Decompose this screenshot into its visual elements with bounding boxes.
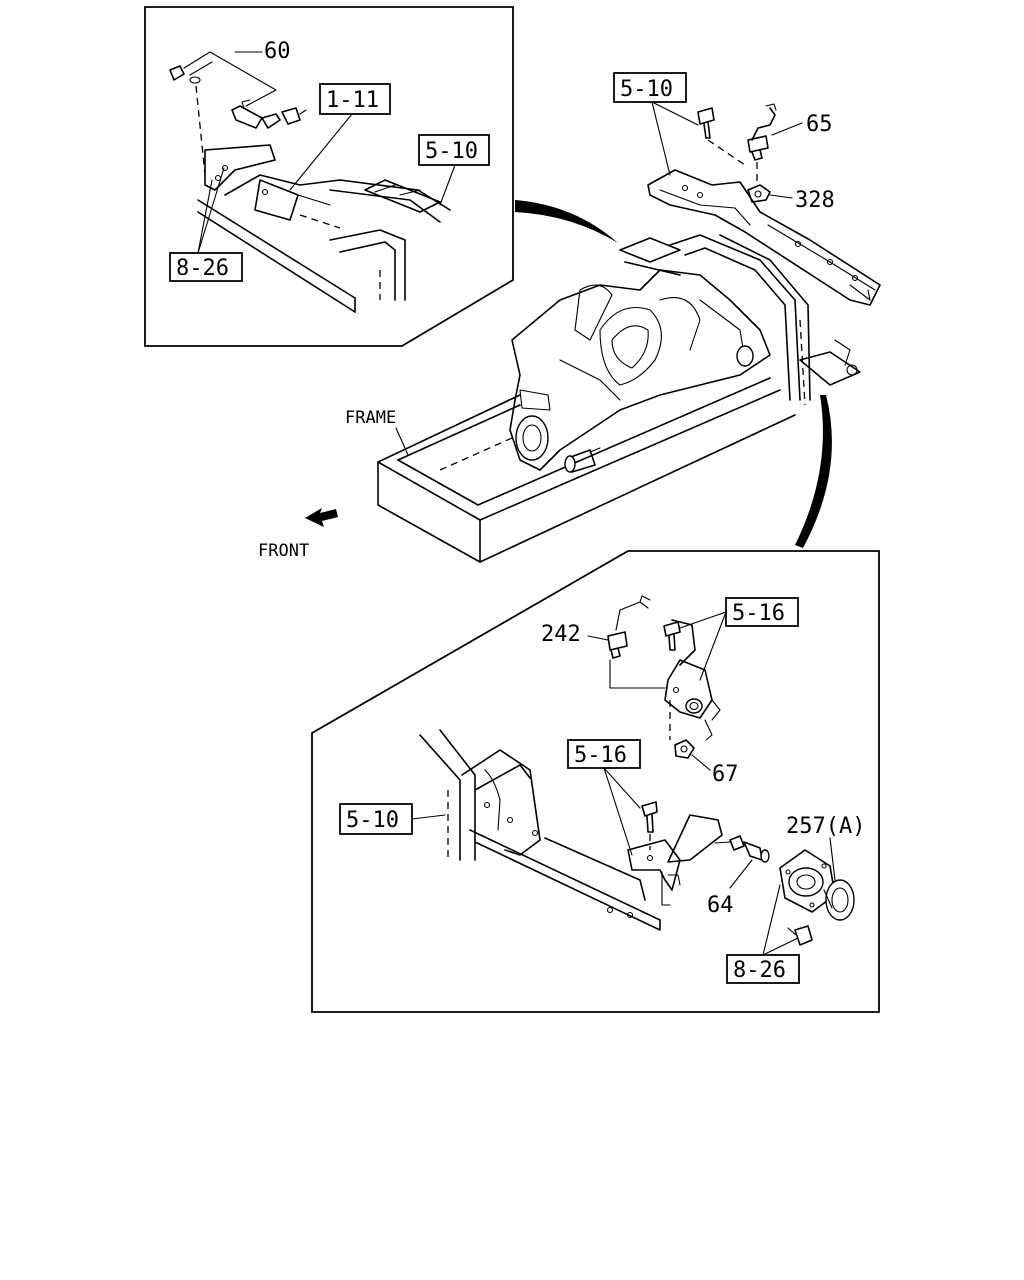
inset-top-left: 60 1-11 5-10 8-26 xyxy=(144,6,514,347)
part-60-label: 60 xyxy=(264,39,291,64)
part-67-label: 67 xyxy=(712,762,739,787)
part-242-label: 242 xyxy=(541,622,581,647)
top-right-detail: 5-10 65 328 xyxy=(613,72,881,306)
front-direction-arrow xyxy=(305,508,338,527)
engine-icon xyxy=(509,269,771,473)
sensor-65-icon xyxy=(747,103,777,161)
bracket-assembly-icon xyxy=(663,619,721,741)
sensor-242-icon xyxy=(607,595,651,659)
main-frame: FRAME FRONT xyxy=(258,234,861,563)
ref-5-10-box xyxy=(418,134,490,166)
ref-8-26-box xyxy=(169,252,243,282)
ref-8-26-bottom-box xyxy=(726,954,800,984)
frame-label: FRAME xyxy=(345,408,396,428)
ref-5-10-bottom-box xyxy=(339,803,413,835)
ref-1-11-label: 1-11 xyxy=(326,88,379,113)
inset-top-left-frame xyxy=(197,144,451,313)
ref-5-10-top-box xyxy=(613,72,687,103)
ref-5-10-label: 5-10 xyxy=(425,139,478,164)
part-65-label: 65 xyxy=(806,112,833,137)
sensor-60-icon xyxy=(169,65,307,129)
ref-5-10-bottom-label: 5-10 xyxy=(346,808,399,833)
curved-leader-arrow xyxy=(515,200,618,243)
ref-1-11-box xyxy=(319,83,391,115)
curved-leader-arrow-right xyxy=(795,395,832,548)
inset-bottom-border xyxy=(311,550,880,1013)
nut-67-icon xyxy=(674,739,695,759)
part-257-label: 257(A) xyxy=(786,814,865,839)
ref-5-16-upper-label: 5-16 xyxy=(732,601,785,626)
sensor-64-icon xyxy=(714,835,770,863)
ref-5-16-lower-box xyxy=(567,739,641,769)
ref-8-26-label: 8-26 xyxy=(176,256,229,281)
ref-5-16-lower-label: 5-16 xyxy=(574,743,627,768)
component-257-icon xyxy=(779,849,855,921)
ref-8-26-bottom-label: 8-26 xyxy=(733,958,786,983)
inset-bottom: 5-10 5-16 5-16 xyxy=(311,550,880,1013)
part-64-label: 64 xyxy=(707,893,734,918)
front-label: FRONT xyxy=(258,541,309,561)
ref-5-10-top-label: 5-10 xyxy=(620,77,673,102)
part-328-label: 328 xyxy=(795,188,835,213)
